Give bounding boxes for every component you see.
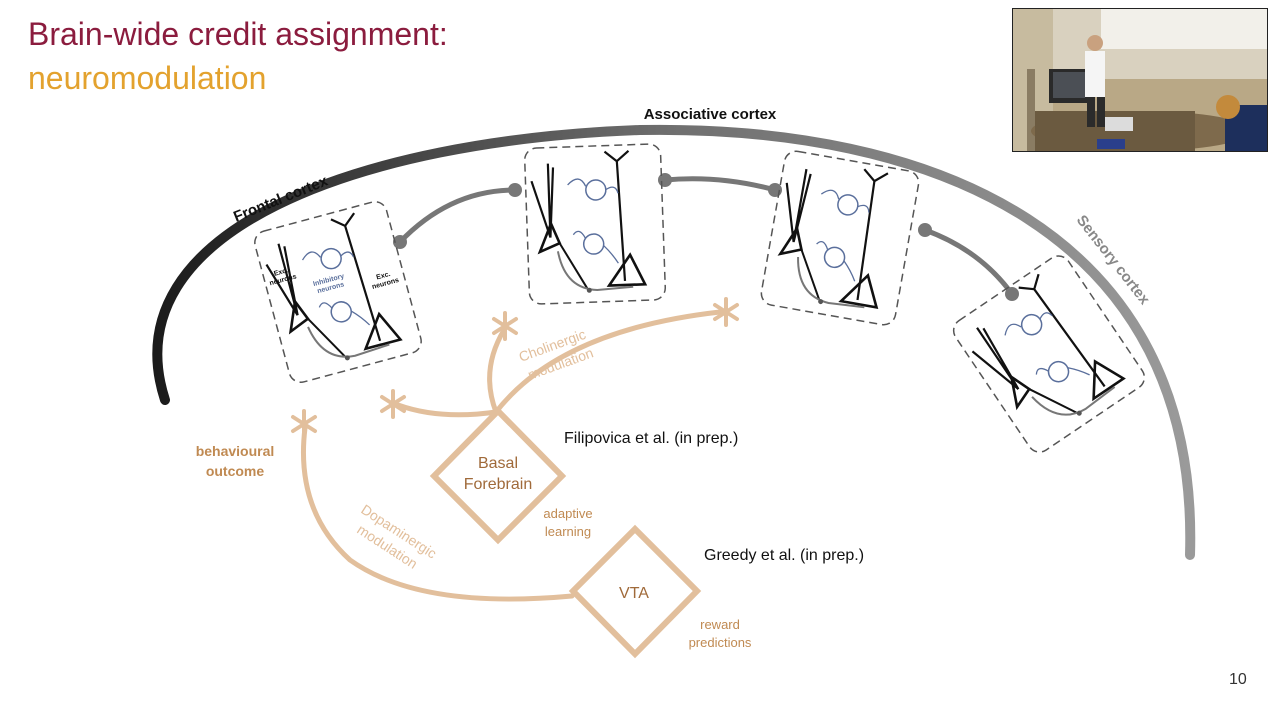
exc-neurons-left-label-1: Exc. xyxy=(273,267,289,278)
adaptive-learning-label-1: adaptive xyxy=(543,506,592,521)
microcircuit-associative-1 xyxy=(523,142,667,306)
page-number: 10 xyxy=(1229,671,1247,688)
reward-predictions-label-2: predictions xyxy=(689,635,752,650)
reward-predictions-label-1: reward xyxy=(700,617,740,632)
inter-areal-connections xyxy=(398,176,1015,296)
speaker-video-frame xyxy=(1013,9,1267,151)
vta-nucleus xyxy=(568,524,702,659)
slide-subtitle: neuromodulation xyxy=(28,60,267,96)
connection-terminals xyxy=(393,173,1019,301)
basal-forebrain-label-2: Forebrain xyxy=(464,476,532,493)
cortex-arc xyxy=(152,124,1196,560)
vta-label: VTA xyxy=(619,585,649,602)
slide-title: Brain-wide credit assignment: xyxy=(28,16,448,52)
basal-forebrain-label-1: Basal xyxy=(478,455,518,472)
neuromodulator-release-sites xyxy=(291,297,739,439)
basal-forebrain-nucleus xyxy=(429,406,567,545)
microcircuit-associative-2 xyxy=(758,148,922,328)
citation-greedy: Greedy et al. (in prep.) xyxy=(704,547,864,564)
speaker-video-inset xyxy=(1012,8,1268,152)
microcircuit-frontal xyxy=(250,197,426,387)
neuromodulatory-projections xyxy=(300,309,723,602)
behavioural-outcome-label-2: outcome xyxy=(206,463,265,479)
associative-cortex-label: Associative cortex xyxy=(644,106,777,123)
microcircuit-sensory xyxy=(947,250,1151,458)
citation-filipovica: Filipovica et al. (in prep.) xyxy=(564,430,738,447)
exc-neurons-right-label-1: Exc. xyxy=(376,271,392,282)
adaptive-learning-label-2: learning xyxy=(545,524,591,539)
behavioural-outcome-label-1: behavioural xyxy=(196,443,275,459)
